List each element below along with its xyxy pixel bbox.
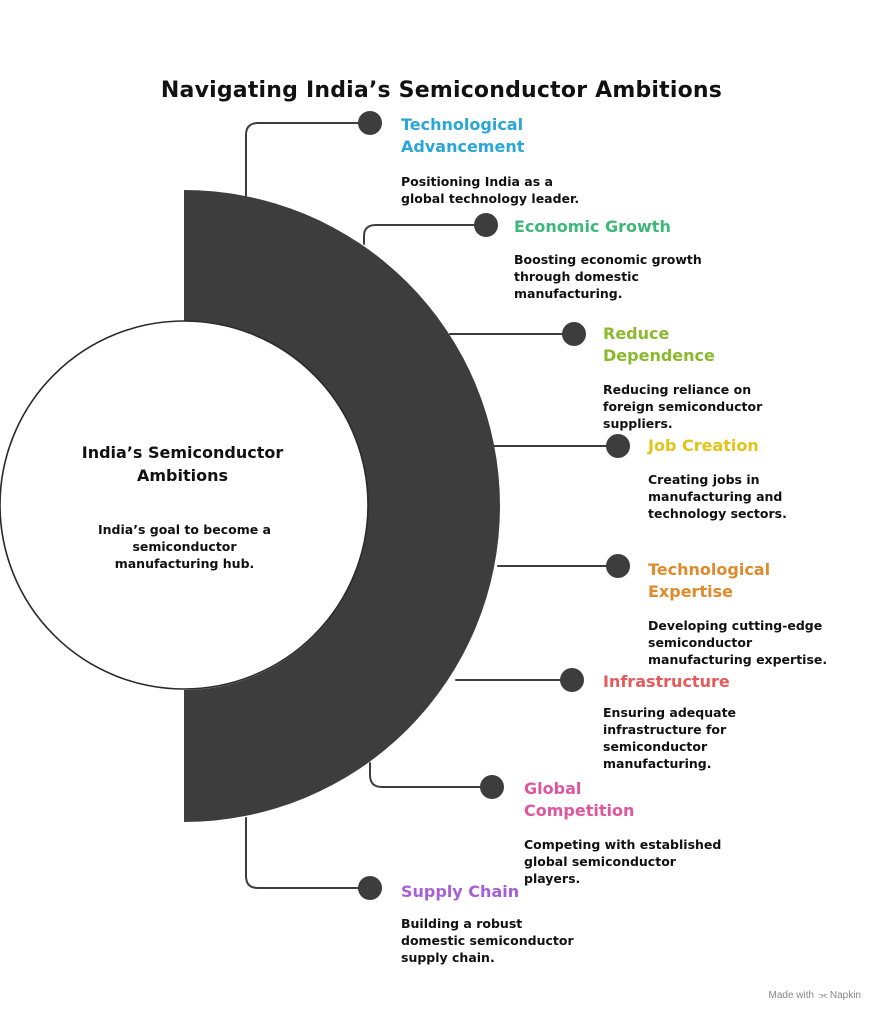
item-title-technological-advancement: Technological Advancement <box>401 115 525 156</box>
item-title-technological-expertise: Technological Expertise <box>648 560 771 601</box>
node-job-creation <box>606 434 630 458</box>
node-technological-advancement <box>358 111 382 135</box>
connector-global-competition <box>369 762 493 788</box>
item-description-technological-expertise: Developing cutting-edge semiconductor ma… <box>648 618 828 667</box>
node-infrastructure <box>560 668 584 692</box>
footer-watermark: Made with ⫘Napkin <box>769 990 862 1001</box>
item-description-technological-advancement: Positioning India as a global technology… <box>401 174 580 206</box>
connector-economic-growth <box>363 224 487 245</box>
node-global-competition <box>480 775 504 799</box>
item-description-economic-growth: Boosting economic growth through domesti… <box>514 252 702 301</box>
item-description-global-competition: Competing with established global semico… <box>524 837 722 886</box>
item-description-supply-chain: Building a robust domestic semiconductor… <box>401 916 574 965</box>
node-supply-chain <box>358 876 382 900</box>
item-title-job-creation: Job Creation <box>648 436 759 455</box>
semicircle-arc <box>184 190 500 822</box>
connector-supply-chain <box>245 817 371 889</box>
item-title-supply-chain: Supply Chain <box>401 882 520 901</box>
center-description: India’s goal to become a semiconductor m… <box>98 522 271 571</box>
node-reduce-dependence <box>562 322 586 346</box>
item-title-economic-growth: Economic Growth <box>514 217 671 236</box>
center-circle <box>0 320 369 690</box>
brand-label: Napkin <box>829 990 861 1001</box>
item-description-reduce-dependence: Reducing reliance on foreign semiconduct… <box>603 382 763 431</box>
item-description-job-creation: Creating jobs in manufacturing and techn… <box>648 472 787 521</box>
center-title: India’s Semiconductor Ambitions <box>81 443 284 485</box>
diagram-title: Navigating India’s Semiconductor Ambitio… <box>160 78 723 103</box>
item-title-reduce-dependence: Reduce Dependence <box>603 324 715 365</box>
node-economic-growth <box>474 213 498 237</box>
made-with-label: Made with <box>768 990 815 1001</box>
connector-technological-advancement <box>245 122 371 197</box>
item-description-infrastructure: Ensuring adequate infrastructure for sem… <box>603 705 737 771</box>
item-title-infrastructure: Infrastructure <box>603 672 730 691</box>
item-title-global-competition: Global Competition <box>524 779 635 820</box>
node-technological-expertise <box>606 554 630 578</box>
napkin-logo-icon: ⫘ <box>818 990 828 1001</box>
